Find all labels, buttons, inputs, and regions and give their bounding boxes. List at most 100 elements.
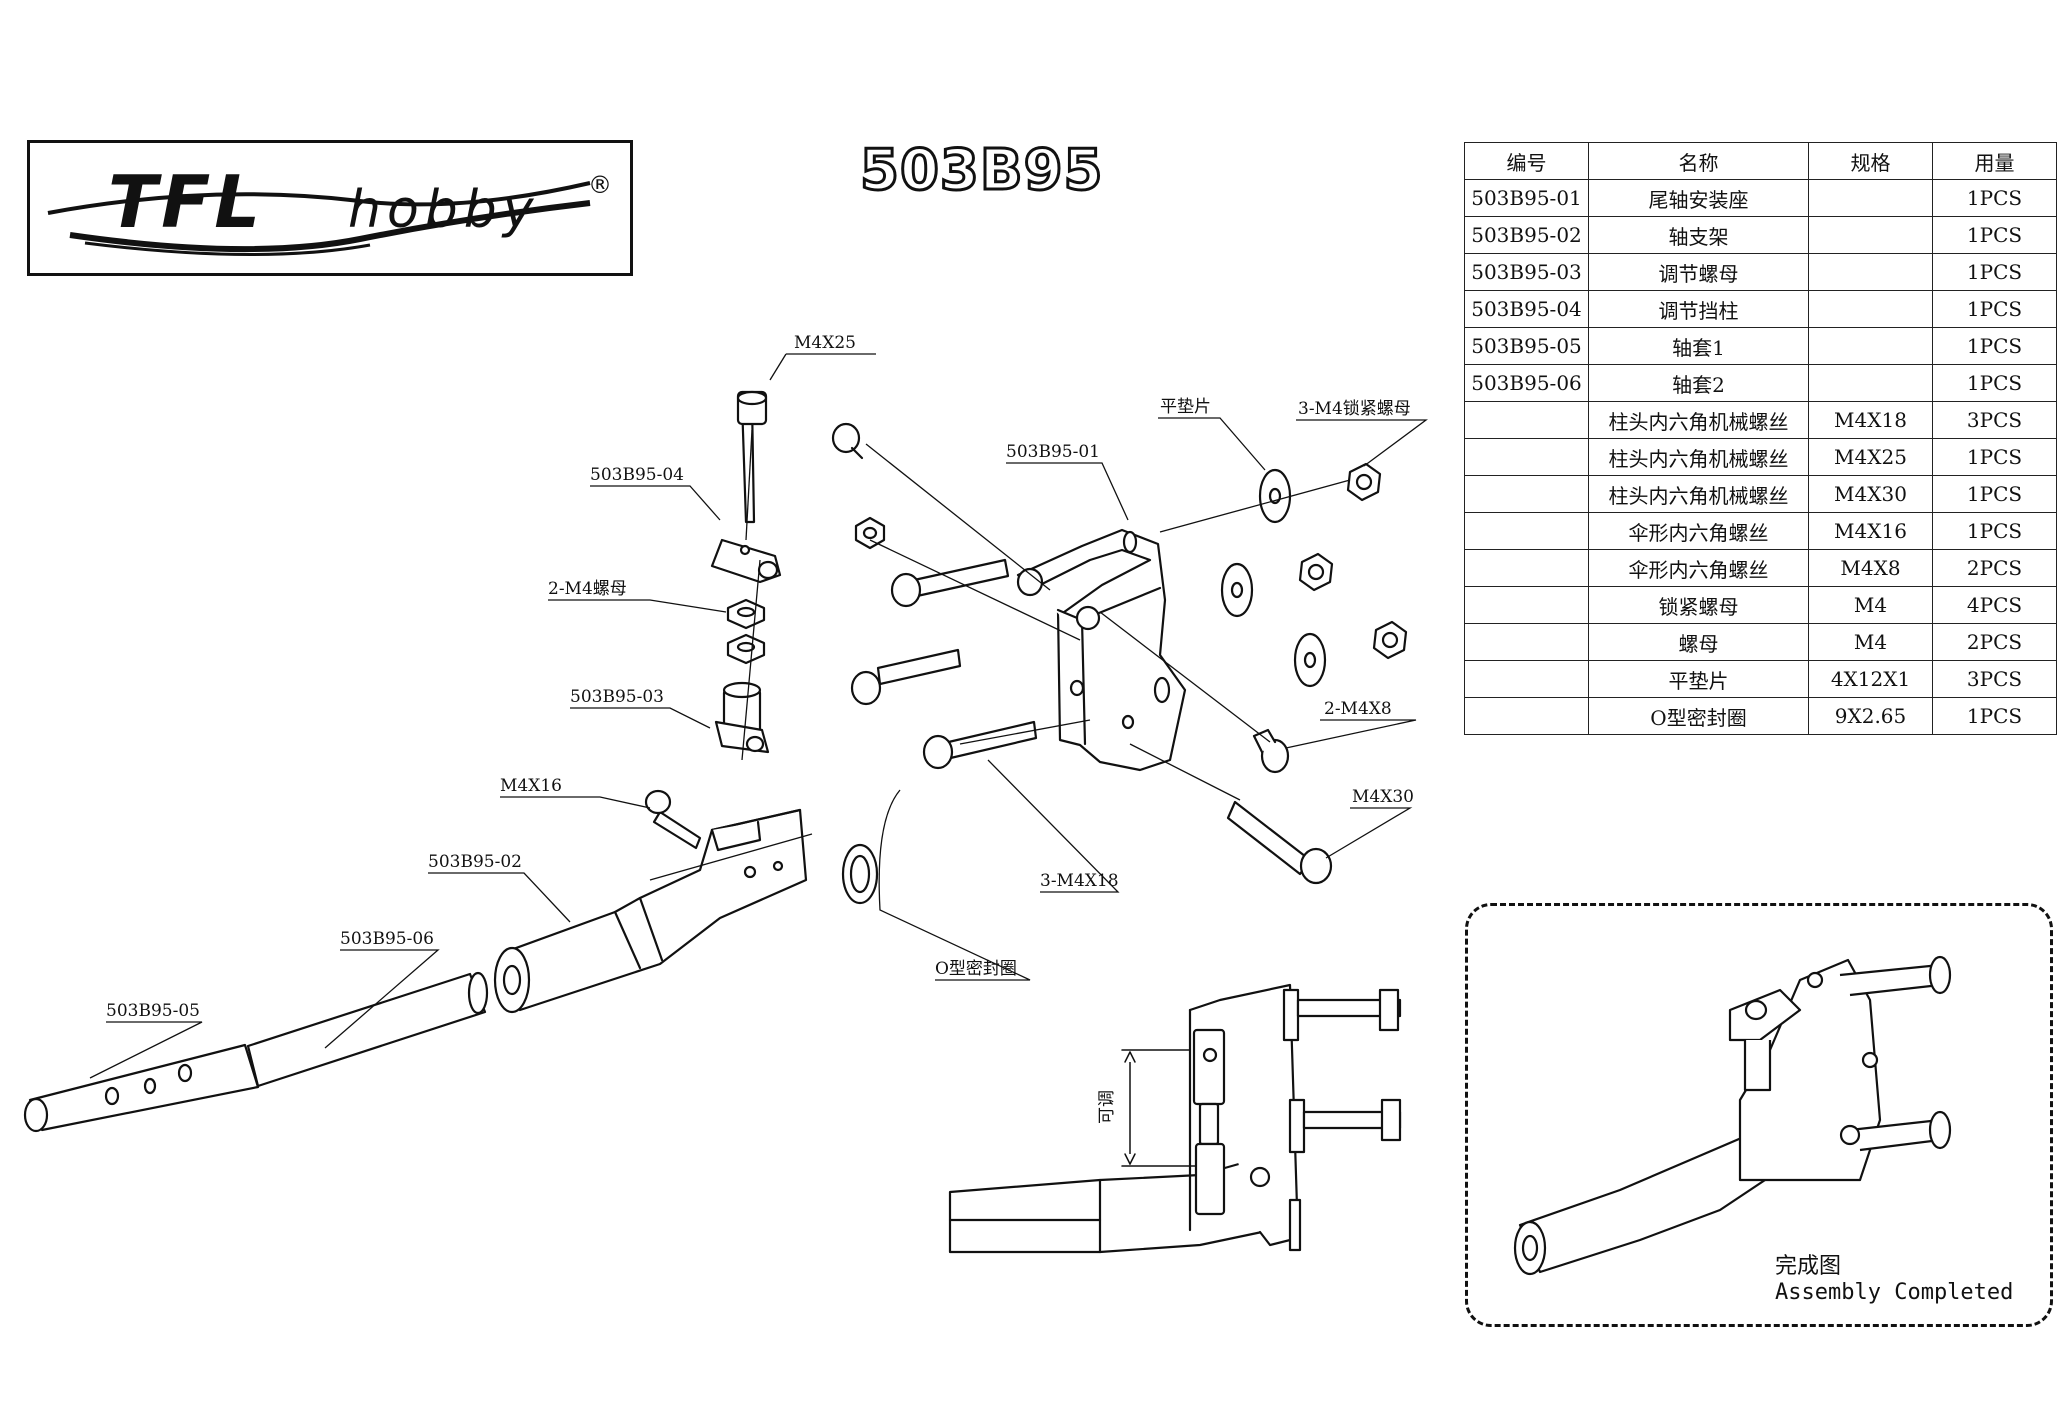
- part-spec-cell: M4X18: [1808, 401, 1933, 439]
- label-503b95-04: 503B95-04: [590, 465, 684, 485]
- label-3-m4x18: 3-M4X18: [1040, 871, 1119, 891]
- part-name-cell: 尾轴安装座: [1588, 179, 1809, 217]
- part-name-cell: 伞形内六角螺丝: [1588, 512, 1809, 550]
- part-name-cell: 柱头内六角机械螺丝: [1588, 475, 1809, 513]
- flange-screw-top-part: [831, 422, 864, 460]
- part-qty-cell: 3PCS: [1932, 660, 2057, 698]
- part-name-cell: 柱头内六角机械螺丝: [1588, 438, 1809, 476]
- part-code-cell: 503B95-01: [1464, 179, 1589, 217]
- label-503b95-01: 503B95-01: [1006, 442, 1100, 462]
- o-ring-part: [841, 843, 879, 905]
- model-code-title: 503B95: [859, 137, 1105, 205]
- part-spec-cell: [1808, 364, 1933, 402]
- part-spec-cell: M4X16: [1808, 512, 1933, 550]
- assembly-title-cn: 完成图: [1775, 1254, 1842, 1279]
- part-code-cell: [1464, 549, 1589, 587]
- sleeve-2-part: [246, 971, 489, 1088]
- washers-part: [1220, 468, 1327, 688]
- part-code-cell: [1464, 512, 1589, 550]
- part-name-cell: 锁紧螺母: [1588, 586, 1809, 624]
- tfl-hobby-logo: TFL hobby ®: [47, 160, 612, 257]
- screw-m4x18-part: [850, 558, 1038, 770]
- lock-nuts-part: [1298, 462, 1408, 660]
- part-name-cell: 伞形内六角螺丝: [1588, 549, 1809, 587]
- label-m4x30: M4X30: [1352, 787, 1414, 807]
- logo-box: TFL hobby ®: [27, 140, 633, 276]
- part-qty-cell: 2PCS: [1932, 623, 2057, 661]
- adjust-dimension: [1121, 1049, 1197, 1167]
- part-qty-cell: 2PCS: [1932, 549, 2057, 587]
- label-o-ring: O型密封圈: [935, 959, 1017, 979]
- callout-labels: M4X25 503B95-04 2-M4螺母 503B95-03 M4X16 5…: [106, 333, 1414, 1124]
- label-m4x25: M4X25: [794, 333, 856, 353]
- part-spec-cell: M4: [1808, 586, 1933, 624]
- adjust-column-part: [710, 538, 782, 584]
- screw-m4x16-part: [644, 789, 702, 850]
- logo-main-text: TFL: [108, 160, 264, 244]
- part-spec-cell: [1808, 327, 1933, 365]
- screw-m4x30-part: [1226, 800, 1333, 885]
- label-m4x16: M4X16: [500, 776, 562, 796]
- label-3-m4-locknut: 3-M4锁紧螺母: [1298, 399, 1411, 419]
- col-header-code: 编号: [1464, 142, 1589, 180]
- part-code-cell: 503B95-04: [1464, 290, 1589, 328]
- part-code-cell: 503B95-05: [1464, 327, 1589, 365]
- part-code-cell: [1464, 697, 1589, 735]
- locknut-left-part: [854, 516, 886, 550]
- label-2-m4x8: 2-M4X8: [1324, 699, 1392, 719]
- m4-nuts-part: [726, 598, 766, 665]
- part-qty-cell: 1PCS: [1932, 179, 2057, 217]
- part-code-cell: [1464, 660, 1589, 698]
- screw-m4x8-part: [1252, 728, 1290, 774]
- label-503b95-02: 503B95-02: [428, 852, 522, 872]
- label-503b95-03: 503B95-03: [570, 687, 664, 707]
- part-spec-cell: 4X12X1: [1808, 660, 1933, 698]
- part-spec-cell: M4X8: [1808, 549, 1933, 587]
- part-name-cell: 轴支架: [1588, 216, 1809, 254]
- sleeve-1-part: [23, 1043, 260, 1133]
- assembly-title-en: Assembly Completed: [1775, 1280, 2014, 1305]
- label-503b95-06: 503B95-06: [340, 929, 434, 949]
- part-name-cell: O型密封圈: [1588, 697, 1809, 735]
- screw-m4x25-part: [736, 390, 768, 524]
- label-2-m4-nut: 2-M4螺母: [548, 579, 627, 599]
- label-adjustable: 可调: [1097, 1090, 1117, 1124]
- part-name-cell: 调节螺母: [1588, 253, 1809, 291]
- shaft-bracket-part: [493, 808, 808, 1014]
- part-qty-cell: 1PCS: [1932, 475, 2057, 513]
- col-header-spec: 规格: [1808, 142, 1933, 180]
- part-qty-cell: 1PCS: [1932, 253, 2057, 291]
- adjust-nut-part: [714, 681, 770, 754]
- part-name-cell: 柱头内六角机械螺丝: [1588, 401, 1809, 439]
- part-qty-cell: 1PCS: [1932, 290, 2057, 328]
- part-qty-cell: 4PCS: [1932, 586, 2057, 624]
- part-code-cell: 503B95-03: [1464, 253, 1589, 291]
- registered-mark: ®: [588, 171, 612, 199]
- label-503b95-05: 503B95-05: [106, 1001, 200, 1021]
- part-qty-cell: 1PCS: [1932, 697, 2057, 735]
- part-name-cell: 轴套1: [1588, 327, 1809, 365]
- tail-shaft-mount-part: [1016, 528, 1187, 772]
- part-spec-cell: M4X30: [1808, 475, 1933, 513]
- part-spec-cell: 9X2.65: [1808, 697, 1933, 735]
- label-washer: 平垫片: [1160, 397, 1211, 417]
- part-spec-cell: M4: [1808, 623, 1933, 661]
- part-spec-cell: [1808, 253, 1933, 291]
- part-code-cell: 503B95-02: [1464, 216, 1589, 254]
